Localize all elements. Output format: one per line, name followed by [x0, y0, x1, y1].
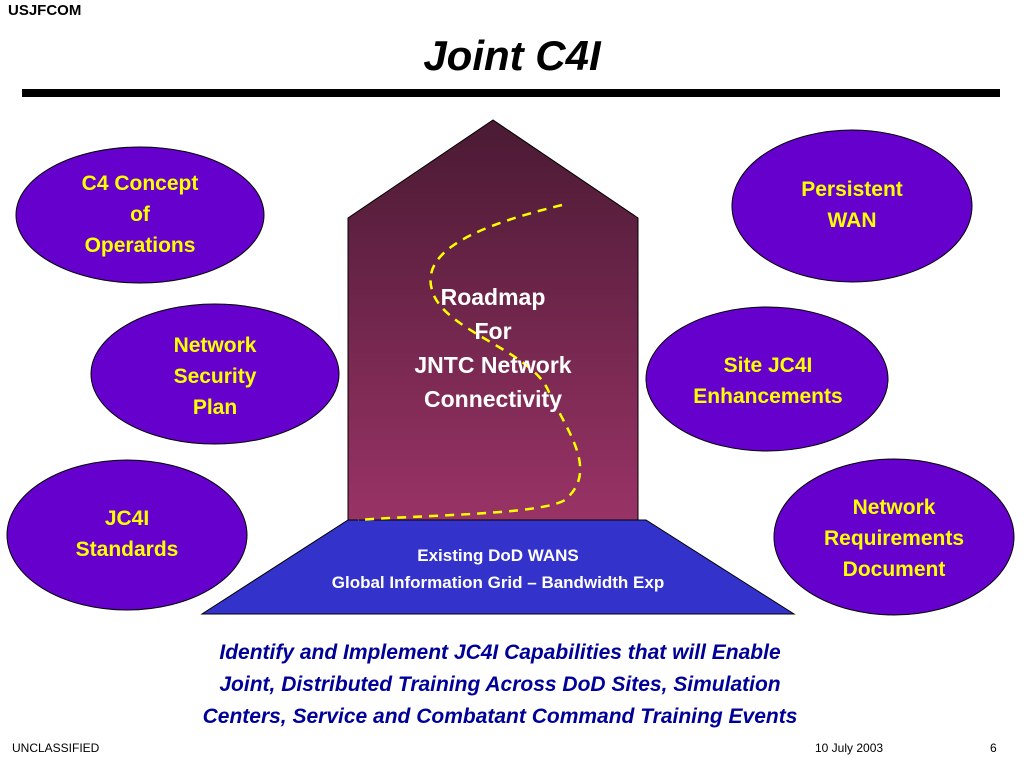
- oval-label-jc4i-standards: JC4I Standards: [75, 507, 179, 561]
- summary-statement: Identify and Implement JC4I Capabilities…: [202, 641, 798, 728]
- roadmap-label: Roadmap For JNTC Network Connectivity: [414, 284, 572, 412]
- oval-label-persistent-wan: Persistent WAN: [801, 178, 903, 232]
- slide-title: Joint C4I: [423, 32, 601, 79]
- oval-label-network-requirements: Network Requirements Document: [823, 496, 965, 581]
- title-divider: [22, 89, 1000, 97]
- oval-c4-concept: [15, 146, 265, 284]
- oval-persistent-wan: [731, 129, 973, 283]
- page-number: 6: [990, 741, 997, 755]
- oval-network-requirements: [773, 458, 1015, 616]
- oval-label-network-security: Network Security Plan: [173, 334, 257, 419]
- oval-network-security: [90, 303, 340, 445]
- oval-label-site-jc4i: Site JC4I Enhancements: [693, 354, 843, 408]
- footer-date: 10 July 2003: [815, 741, 884, 755]
- classification-label: UNCLASSIFIED: [12, 741, 100, 755]
- base-label: Existing DoD WANS Global Information Gri…: [331, 546, 665, 592]
- oval-jc4i-standards: [6, 459, 248, 611]
- roadmap-house-shape: [347, 119, 639, 521]
- organization-label: USJFCOM: [8, 2, 82, 19]
- oval-label-c4-concept: C4 Concept of Operations: [81, 172, 199, 257]
- oval-site-jc4i: [645, 306, 889, 452]
- road-dashed-line: [357, 203, 582, 522]
